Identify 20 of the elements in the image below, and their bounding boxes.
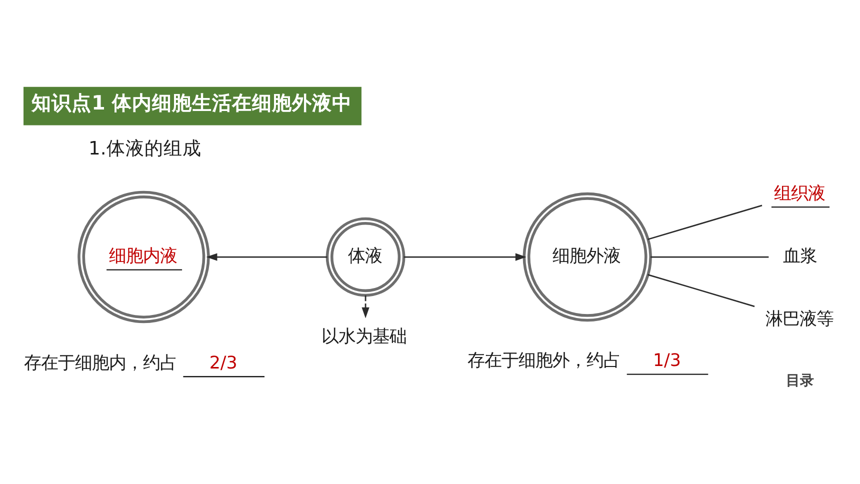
arrow <box>404 252 526 260</box>
label: 1.体液的组成 <box>88 138 202 160</box>
node-text: 组织液 <box>774 183 825 204</box>
node-label: 1/3 <box>652 350 682 371</box>
label: 目录 <box>786 372 814 388</box>
diagram-title: 知识点1 体内细胞生活在细胞外液中 <box>32 91 352 114</box>
arrow <box>362 294 370 318</box>
arrow <box>206 252 328 260</box>
node-circle: 细胞外液 <box>522 192 652 322</box>
connector <box>650 256 769 258</box>
node-label: 存在于细胞外，约占 <box>468 350 621 371</box>
connector <box>648 204 762 240</box>
node-text: 淋巴液等 <box>766 308 834 329</box>
node-label: 2/3 <box>209 353 238 374</box>
node-circle: 体液 <box>326 216 406 296</box>
node-label: 存在于细胞内，约占 <box>24 353 178 374</box>
node-text: 以水为基础 <box>321 326 406 346</box>
connector <box>648 274 755 307</box>
node-circle: 细胞内液 <box>78 190 210 323</box>
node-text: 血浆 <box>783 246 818 266</box>
